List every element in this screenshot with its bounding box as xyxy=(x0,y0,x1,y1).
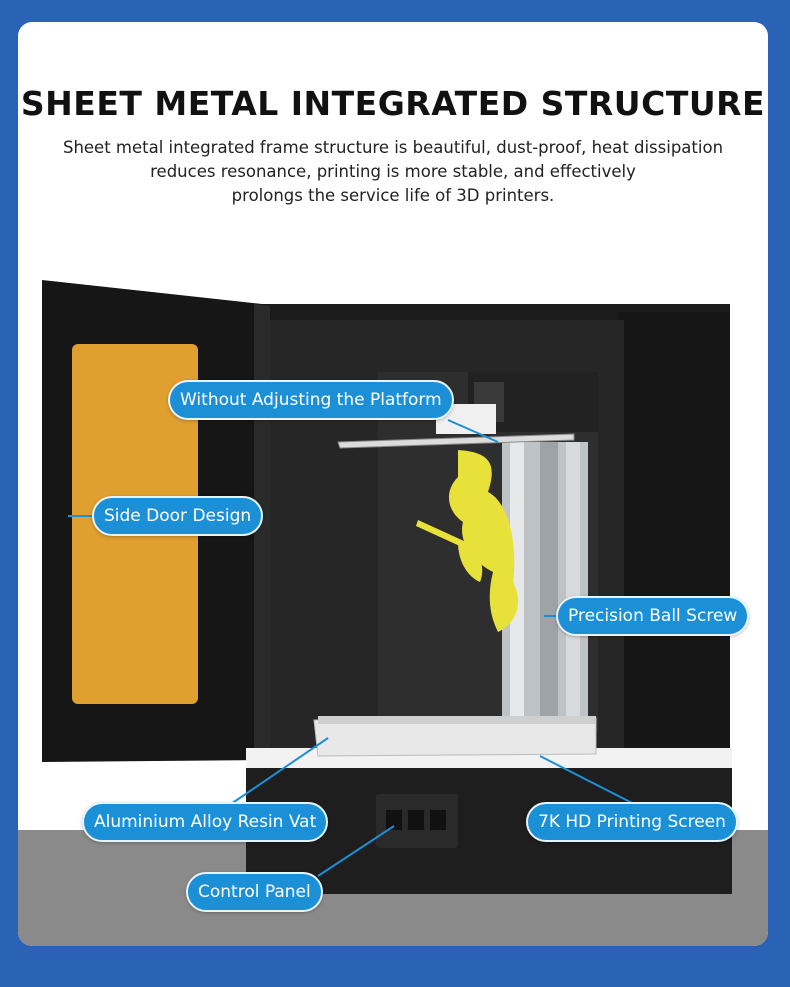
label-side-door: Side Door Design xyxy=(92,496,264,536)
printed-model xyxy=(416,450,518,632)
label-control-panel: Control Panel xyxy=(186,872,323,912)
description-line: prolongs the service life of 3D printers… xyxy=(231,186,555,205)
label-printing-screen: 7K HD Printing Screen xyxy=(526,802,738,842)
leader-lines xyxy=(68,419,639,877)
description-line: reduces resonance, printing is more stab… xyxy=(150,162,636,181)
cabinet-right-wall xyxy=(618,312,730,760)
feature-card: SHEET METAL INTEGRATED STRUCTURE Sheet m… xyxy=(18,22,768,946)
description-line: Sheet metal integrated frame structure i… xyxy=(62,138,724,157)
page-title: SHEET METAL INTEGRATED STRUCTURE xyxy=(20,84,766,123)
side-door-edge xyxy=(254,304,270,760)
description: Sheet metal integrated frame structure i… xyxy=(58,136,728,208)
label-ball-screw: Precision Ball Screw xyxy=(556,596,750,636)
label-resin-vat: Aluminium Alloy Resin Vat xyxy=(82,802,329,842)
label-platform: Without Adjusting the Platform xyxy=(168,380,454,420)
build-platform xyxy=(337,433,575,449)
